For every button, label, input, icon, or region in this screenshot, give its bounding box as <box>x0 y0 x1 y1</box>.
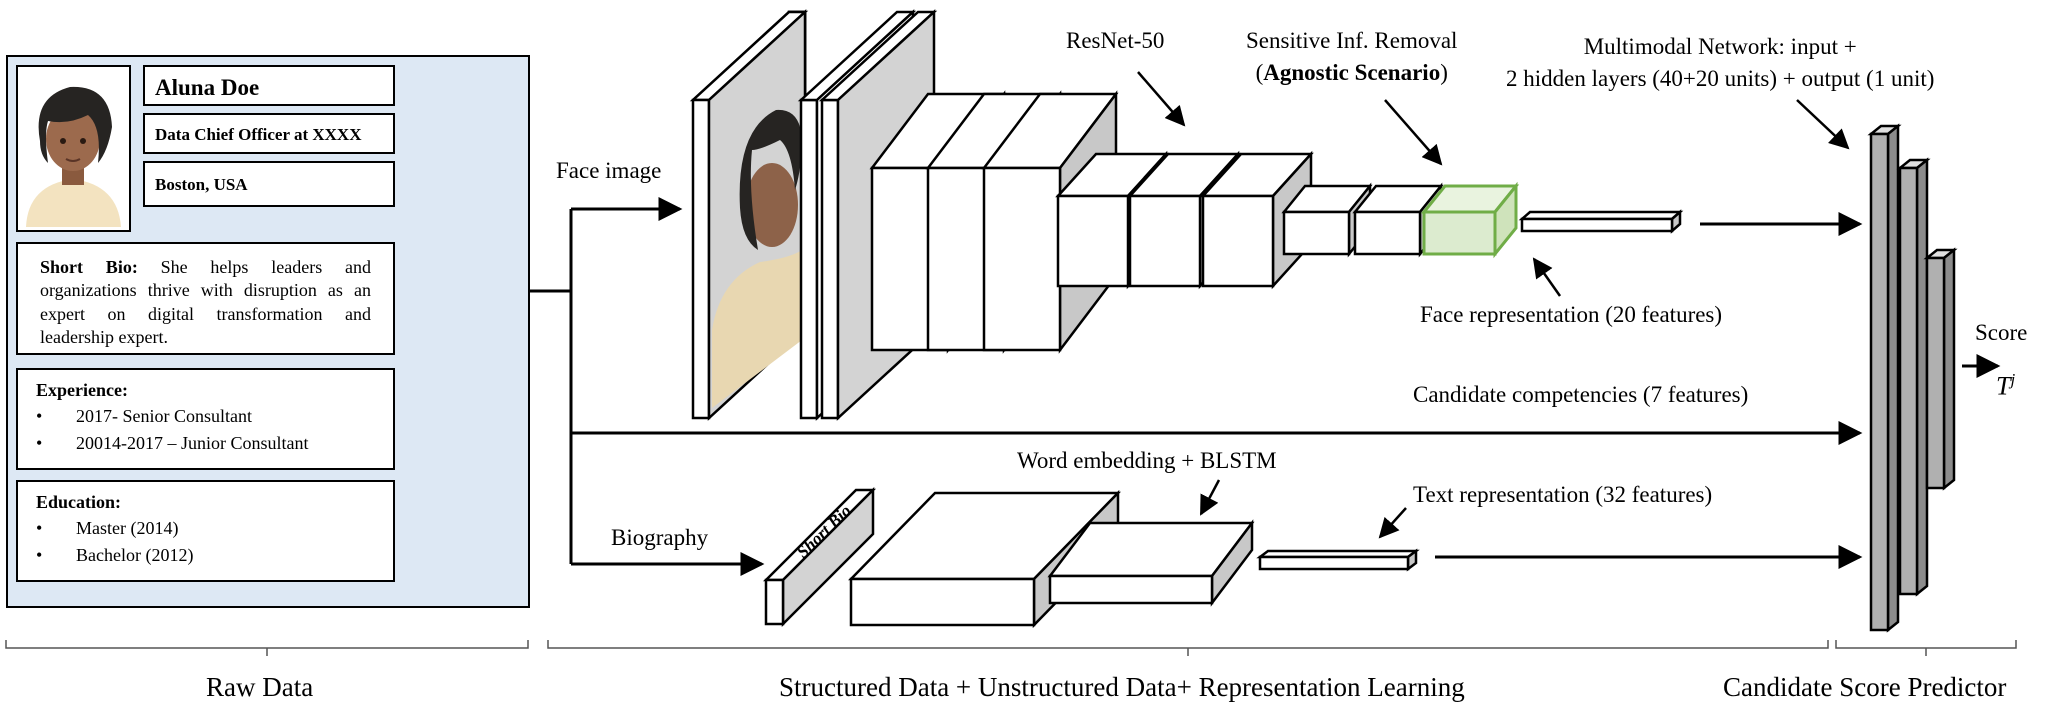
bilstm-blocks <box>848 489 1255 629</box>
avatar-face <box>46 107 100 171</box>
face-representation-label: Face representation (20 features) <box>1420 302 1723 327</box>
name-field: Aluna Doe <box>143 65 395 106</box>
avatar-frame <box>16 65 131 232</box>
pointer-arrows <box>1137 71 1850 539</box>
resnet-small-blocks <box>1281 182 1444 258</box>
section-brackets <box>5 640 2017 656</box>
caption-middle: Structured Data + Unstructured Data+ Rep… <box>779 672 1465 702</box>
text-representation-label: Text representation (32 features) <box>1413 482 1713 507</box>
multimodal-label: Multimodal Network: input + 2 hidden lay… <box>1506 34 1935 92</box>
face-representation-bar <box>1518 209 1684 234</box>
avatar-shirt <box>26 179 121 227</box>
education-box: Education: •Master (2014) •Bachelor (201… <box>16 480 395 582</box>
agnostic-block <box>1420 181 1520 259</box>
caption-predictor: Candidate Score Predictor <box>1723 672 2007 702</box>
profile-role: Data Chief Officer at XXXX <box>155 125 362 144</box>
list-item: •20014-2017 – Junior Consultant <box>36 433 309 453</box>
resnet-label: ResNet-50 <box>1066 28 1165 53</box>
competencies-label: Candidate competencies (7 features) <box>1413 382 1749 407</box>
resnet-medium-blocks <box>1055 150 1314 290</box>
experience-list: •2017- Senior Consultant •20014-2017 – J… <box>18 403 393 457</box>
text-representation-bar <box>1256 548 1420 572</box>
profile-name: Aluna Doe <box>155 75 260 100</box>
score-label: Score <box>1975 320 2028 345</box>
bio-paragraph: Short Bio: She helps leaders and organiz… <box>18 244 393 350</box>
avatar <box>26 86 121 227</box>
bio-box: Short Bio: She helps leaders and organiz… <box>16 242 395 355</box>
experience-title: Experience: <box>36 380 128 400</box>
profile-location: Boston, USA <box>155 175 248 194</box>
biography-label: Biography <box>611 525 709 550</box>
short-bio-slab <box>762 486 877 628</box>
raw-data-panel: Aluna Doe Data Chief Officer at XXXX Bos… <box>6 55 530 608</box>
caption-raw-data: Raw Data <box>206 672 314 702</box>
bio-label: Short Bio: <box>40 257 138 277</box>
connector-lines <box>530 197 1863 576</box>
list-item: •Bachelor (2012) <box>36 545 194 565</box>
experience-box: Experience: •2017- Senior Consultant •20… <box>16 368 395 470</box>
role-field: Data Chief Officer at XXXX <box>143 113 395 154</box>
list-item: •Master (2014) <box>36 518 179 538</box>
removal-label: Sensitive Inf. Removal (Agnostic Scenari… <box>1246 28 1458 86</box>
multimodal-layers <box>1867 123 1958 633</box>
face-image-label: Face image <box>556 158 662 183</box>
word-embedding-label: Word embedding + BLSTM <box>1017 448 1277 473</box>
face-photo <box>712 109 803 408</box>
education-title: Education: <box>36 492 122 512</box>
education-list: •Master (2014) •Bachelor (2012) <box>18 515 393 569</box>
avatar-hair <box>38 86 112 163</box>
bio-text: She helps leaders and organizations thri… <box>40 257 371 348</box>
list-item: •2017- Senior Consultant <box>36 406 252 426</box>
location-field: Boston, USA <box>143 161 395 207</box>
score-symbol: Tj <box>1996 370 2016 401</box>
